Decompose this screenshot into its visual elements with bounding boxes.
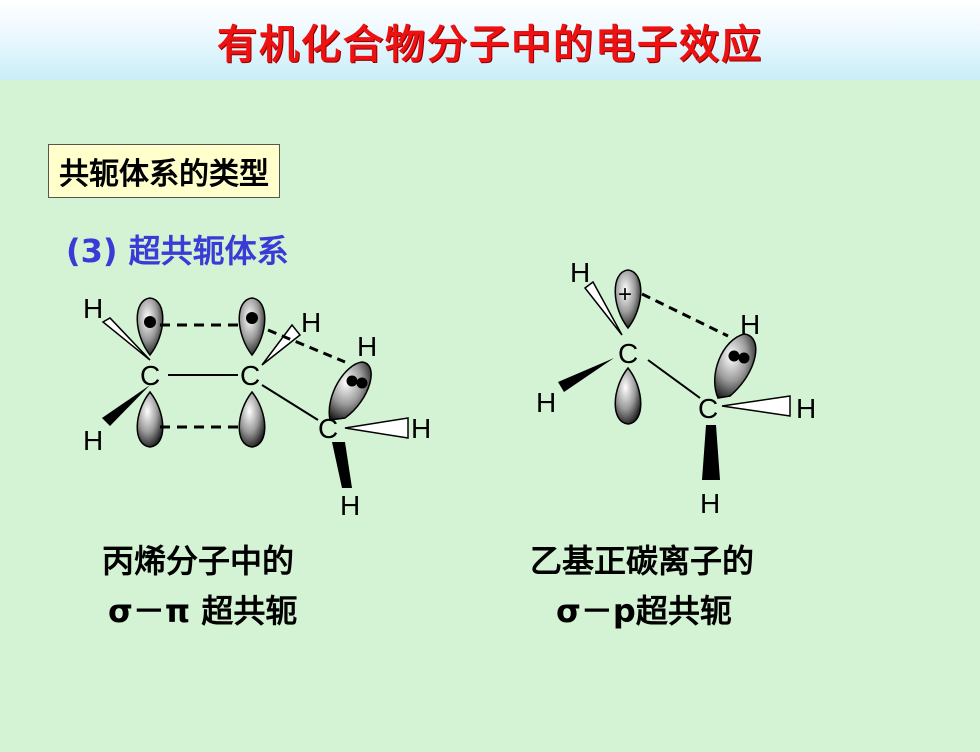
atom-h: H (357, 331, 377, 362)
electron-dot (356, 377, 368, 389)
atom-h: H (340, 490, 360, 521)
propene-molecule: C C C H H H H H H (83, 293, 431, 521)
hyperconjugation-dash (641, 292, 729, 338)
h-wedge-hollow (583, 280, 623, 336)
c3-sigma-lobe (328, 361, 372, 421)
atom-h: H (83, 425, 103, 456)
ethyl-cation-caption-line2: σ－p超共轭 (556, 592, 732, 630)
h-wedge-solid (332, 442, 352, 488)
atom-h: H (411, 413, 431, 444)
atom-h: H (301, 307, 321, 338)
propene-caption-line2: σ－π 超共轭 (108, 592, 298, 630)
positive-charge: + (618, 281, 632, 308)
subtitle: (3) 超共轭体系 (66, 232, 289, 270)
c1-upper-lobe (614, 269, 642, 330)
h-wedge-solid (702, 425, 720, 480)
h-wedge-hollow (101, 317, 151, 361)
h-wedge-solid (558, 358, 614, 392)
electron-dot (728, 350, 740, 362)
electron-dot (738, 352, 750, 364)
atom-c: C (240, 360, 260, 391)
page-title: 有机化合物分子中的电子效应 (217, 22, 763, 68)
atom-h: H (740, 309, 760, 340)
c2-c3-bond (261, 384, 319, 421)
atom-h: H (536, 387, 556, 418)
electron-dot (246, 312, 258, 324)
section-label: 共轭体系的类型 (48, 144, 280, 198)
atom-h: H (570, 257, 590, 288)
atom-c: C (698, 393, 718, 424)
h-wedge-hollow (261, 323, 302, 366)
atom-c: C (318, 413, 338, 444)
h-wedge-hollow (344, 417, 409, 439)
c1-lower-lobe (136, 390, 164, 448)
electron-dot (144, 316, 156, 328)
propene-caption-line1: 丙烯分子中的 (102, 542, 295, 580)
atom-h: H (700, 488, 720, 519)
h-wedge-solid (102, 385, 150, 426)
atom-c: C (140, 360, 160, 391)
ethyl-cation-molecule: + C C H H H H H (536, 257, 816, 519)
c2-lower-lobe (238, 390, 266, 448)
c1-lower-lobe (614, 366, 642, 425)
atom-c: C (618, 338, 638, 369)
header-bar (0, 0, 980, 80)
c2-upper-lobe (238, 297, 266, 357)
atom-h: H (796, 393, 816, 424)
ethyl-cation-caption-line1: 乙基正碳离子的 (530, 542, 755, 580)
c2-sigma-lobe (714, 333, 757, 399)
electron-dot (346, 375, 358, 387)
h-wedge-hollow (721, 395, 791, 417)
c1-c2-bond (647, 359, 701, 399)
atom-h: H (83, 293, 103, 324)
